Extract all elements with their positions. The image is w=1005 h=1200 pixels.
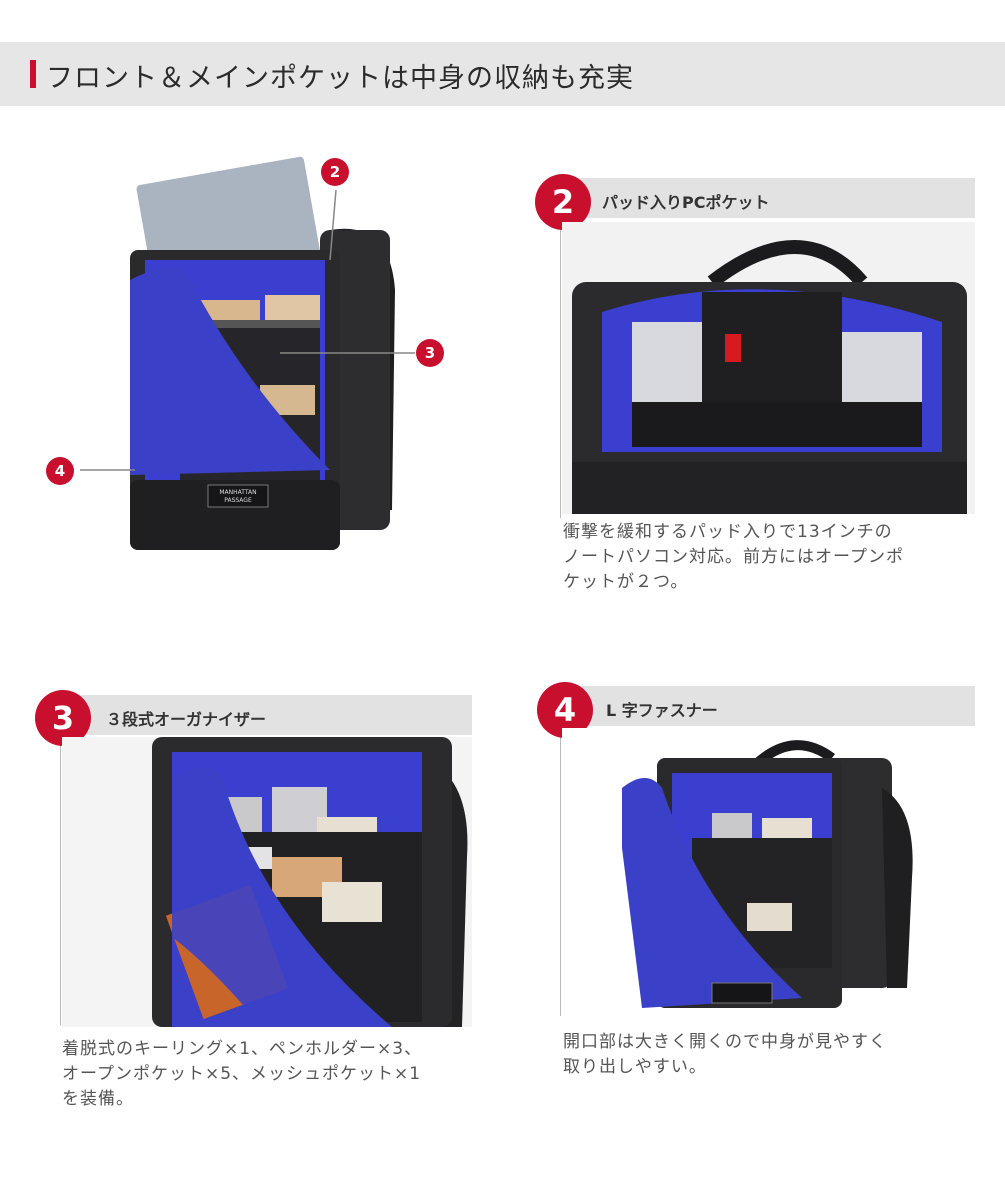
section-2-caption: 衝撃を緩和するパッド入りで13インチの ノートパソコン対応。前方にはオープンポ … (563, 520, 983, 595)
section-2-frame (560, 218, 561, 518)
header-accent-bar (30, 60, 36, 88)
section-2-caption-line: ケットが２つ。 (563, 572, 689, 592)
section-2-caption-line: 衝撃を緩和するパッド入りで13インチの (563, 522, 893, 542)
section-4-caption-line: 開口部は大きく開くので中身が見やすく (563, 1032, 887, 1052)
backpack-overview-image: MANHATTAN PASSAGE (80, 156, 415, 550)
section-3-badge: 3 (35, 690, 91, 746)
section-3-label-band (60, 695, 472, 735)
brand-tag-line1: MANHATTAN (219, 489, 256, 496)
section-2-label: パッド入りPCポケット (602, 193, 770, 212)
header-band (0, 42, 1005, 106)
section-3-caption-line: 着脱式のキーリング×1、ペンホルダー×3、 (62, 1039, 423, 1059)
callout-3: 3 (416, 339, 444, 367)
section-2-label-band (560, 178, 975, 218)
callout-4: 4 (46, 457, 74, 485)
page-title: フロント＆メインポケットは中身の収納も充実 (46, 63, 634, 94)
section-3-caption: 着脱式のキーリング×1、ペンホルダー×3、 オープンポケット×5、メッシュポケッ… (62, 1037, 492, 1112)
section-2-caption-line: ノートパソコン対応。前方にはオープンポ (563, 547, 904, 567)
section-3-label: ３段式オーガナイザー (106, 710, 267, 729)
callout-2: 2 (321, 158, 349, 186)
l-zipper-image (562, 728, 975, 1018)
pc-pocket-image (562, 222, 975, 514)
section-4-frame (560, 726, 561, 1016)
section-3-frame (60, 735, 61, 1025)
section-4-caption: 開口部は大きく開くので中身が見やすく 取り出しやすい。 (563, 1030, 983, 1080)
section-3-caption-line: オープンポケット×5、メッシュポケット×1 (62, 1064, 422, 1084)
section-3-caption-line: を装備。 (62, 1089, 134, 1109)
section-4-caption-line: 取り出しやすい。 (563, 1057, 707, 1077)
section-2-badge: 2 (535, 174, 591, 230)
section-4-label: L 字ファスナー (606, 701, 718, 720)
brand-tag-line2: PASSAGE (224, 497, 252, 504)
organizer-image (62, 737, 472, 1027)
section-4-label-band (560, 686, 975, 726)
